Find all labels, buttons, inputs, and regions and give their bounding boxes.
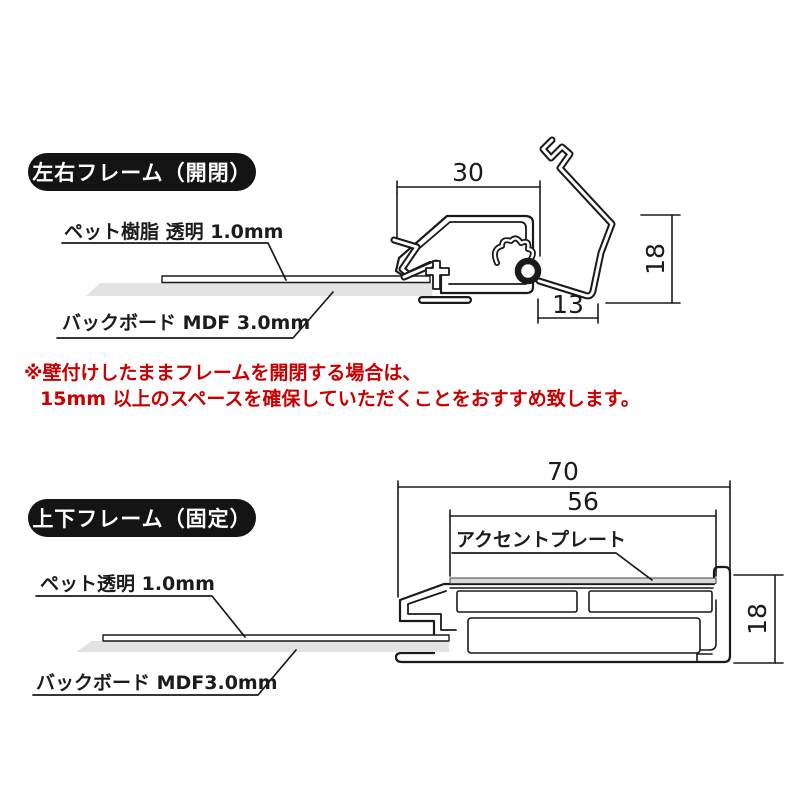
wall-mount-note-line1: ※壁付けしたままフレームを開閉する場合は、 bbox=[24, 362, 422, 384]
bottom-lower-cavity bbox=[467, 617, 701, 654]
bottom-backboard-label: バックボード MDF3.0mm bbox=[36, 672, 278, 694]
bottom-pet-sheet-layer bbox=[102, 634, 450, 642]
top-frame-inner-wall bbox=[407, 221, 527, 285]
top-mdf-leader bbox=[56, 291, 334, 339]
bottom-dim-70 bbox=[397, 480, 731, 598]
top-dim-30 bbox=[396, 180, 541, 257]
bottom-mdf-leader bbox=[32, 649, 297, 696]
bottom-dim-56 bbox=[449, 509, 717, 577]
bottom-pet-label: ペット透明 1.0mm bbox=[40, 573, 215, 595]
top-frame-body bbox=[394, 214, 535, 295]
bottom-mdf-backboard-layer bbox=[76, 641, 449, 652]
bottom-accent-leader bbox=[451, 552, 653, 581]
bottom-right-inner-wall bbox=[696, 599, 717, 663]
accent-plate-label: アクセントプレート bbox=[456, 529, 627, 551]
top-pet-leader bbox=[61, 242, 287, 281]
top-t-clip bbox=[425, 260, 450, 290]
bottom-profile-drawing bbox=[32, 480, 784, 696]
wall-mount-note-line2: 15mm 以上のスペースを確保していただくことをおすすめ致します。 bbox=[40, 388, 640, 410]
top-door-leaf bbox=[535, 136, 616, 300]
top-pet-label: ペット樹脂 透明 1.0mm bbox=[64, 221, 284, 243]
bottom-dim-56-value: 56 bbox=[567, 487, 599, 516]
bottom-dim-18-value: 18 bbox=[743, 603, 772, 635]
bottom-accent-plate bbox=[449, 577, 717, 584]
top-backboard-label: バックボード MDF 3.0mm bbox=[62, 312, 311, 334]
section-title-topbottom-frame: 上下フレーム（固定） bbox=[28, 499, 256, 537]
top-dim-30-value: 30 bbox=[452, 158, 484, 187]
bottom-upper-cell-right bbox=[588, 590, 713, 613]
top-dim-13-value: 13 bbox=[552, 290, 584, 319]
top-mdf-backboard-layer bbox=[86, 283, 432, 296]
top-pet-sheet-layer bbox=[161, 275, 431, 284]
top-profile-drawing bbox=[56, 136, 681, 339]
top-hinge-ring bbox=[514, 257, 542, 285]
section-title-side-frame: 左右フレーム（開閉） bbox=[28, 153, 256, 191]
bottom-upper-cell-left bbox=[456, 590, 578, 613]
top-dim-13 bbox=[537, 298, 599, 324]
top-dim-18 bbox=[605, 214, 681, 304]
bottom-left-inner-wall bbox=[407, 590, 457, 631]
top-dim-18-value: 18 bbox=[641, 243, 670, 275]
bottom-pet-leader bbox=[35, 595, 246, 638]
bottom-dim-70-value: 70 bbox=[547, 457, 579, 486]
bottom-dim-18 bbox=[733, 574, 784, 664]
